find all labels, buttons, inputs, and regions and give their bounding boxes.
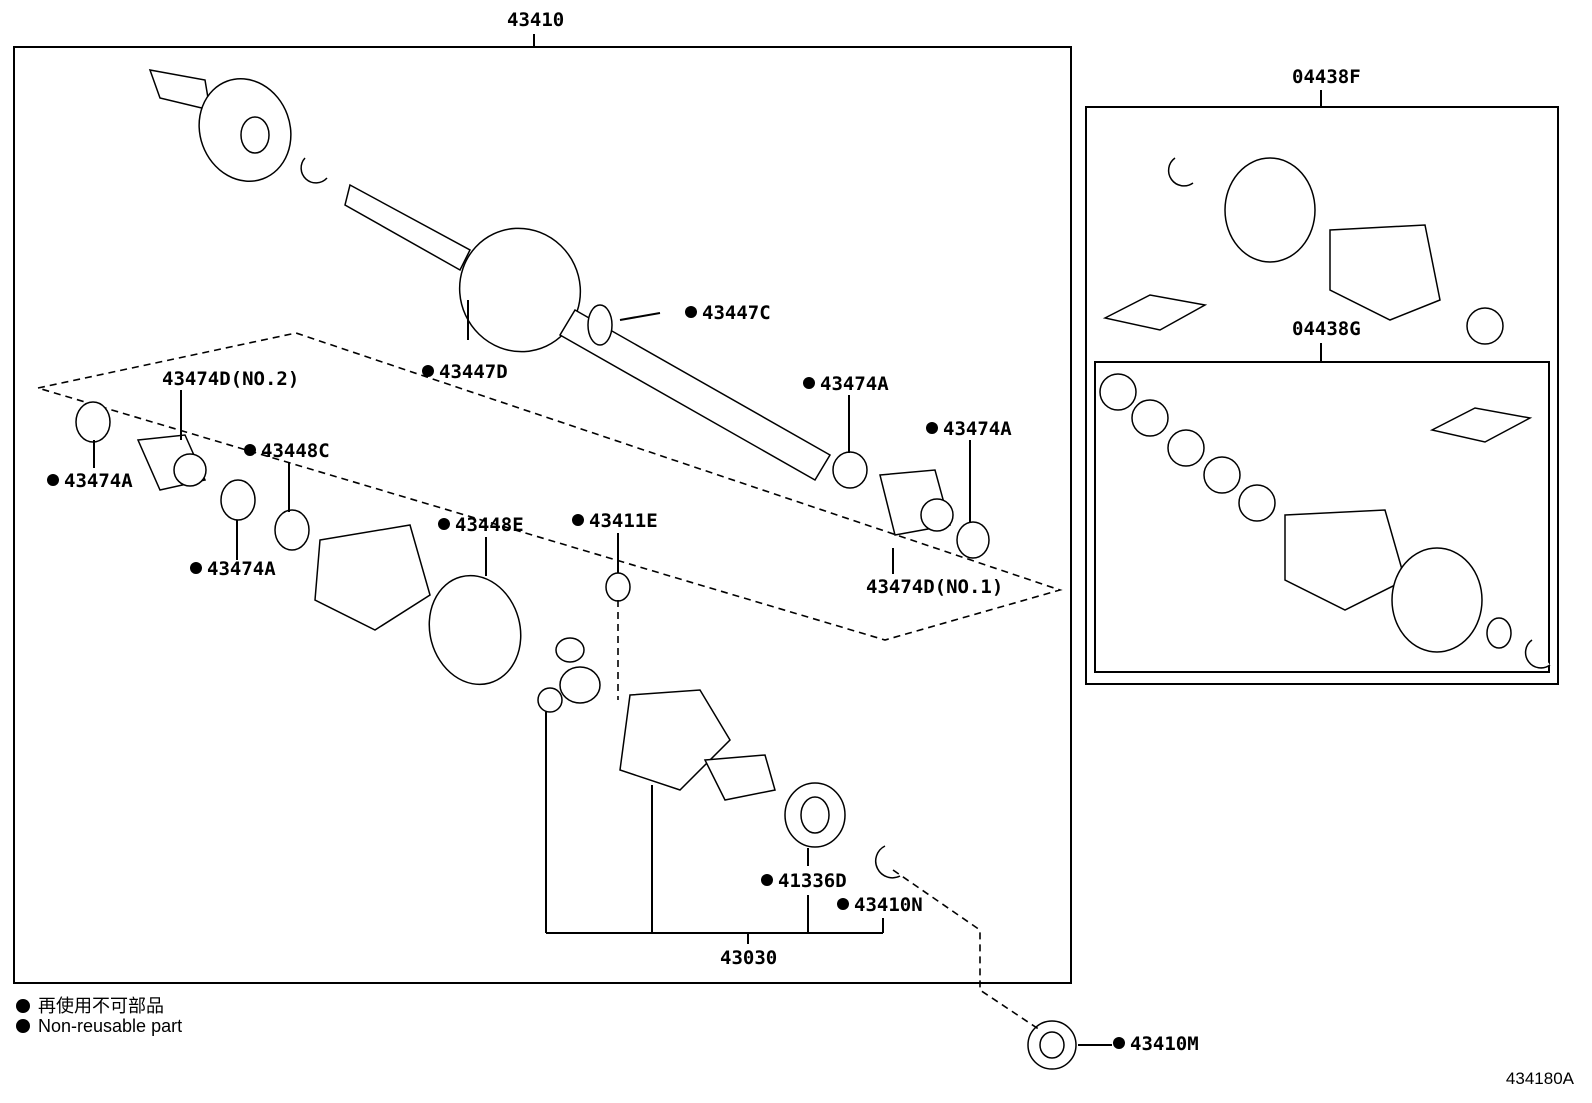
kit-04438F-contents — [1102, 157, 1504, 345]
non-reusable-dot-icon — [47, 474, 59, 486]
group-label-04438G: 04438G — [1292, 318, 1361, 340]
part-label-43474A-far-right: 43474A — [926, 418, 1012, 440]
non-reusable-dot-icon — [685, 306, 697, 318]
outer-cv-joint — [148, 69, 328, 184]
non-reusable-dot-icon — [16, 1019, 30, 1033]
part-label-43474D-no2: 43474D(NO.2) — [162, 368, 300, 390]
illustration-code: 434180A — [1505, 1069, 1574, 1088]
boot-parts-left — [75, 401, 522, 686]
legend-line-japanese: 再使用不可部品 — [16, 992, 164, 1018]
inner-boot-region — [37, 332, 1063, 641]
non-reusable-dot-icon — [1113, 1037, 1125, 1049]
part-label-43474A-left: 43474A — [47, 470, 133, 492]
part-label-43474A-lower-left: 43474A — [190, 558, 276, 580]
non-reusable-dot-icon — [761, 874, 773, 886]
non-reusable-dot-icon — [190, 562, 202, 574]
non-reusable-dot-icon — [422, 365, 434, 377]
part-label-43447C: 43447C — [685, 302, 771, 324]
non-reusable-dot-icon — [803, 377, 815, 389]
non-reusable-dot-icon — [572, 514, 584, 526]
part-label-43410M: 43410M — [1113, 1033, 1199, 1055]
group-label-43410: 43410 — [507, 9, 565, 31]
part-label-43411E: 43411E — [572, 510, 658, 532]
part-label-43474D-no1: 43474D(NO.1) — [866, 576, 1004, 598]
boot-parts-right — [832, 451, 990, 559]
drive-shaft — [344, 183, 832, 482]
group-label-43030: 43030 — [720, 947, 778, 969]
part-label-43448E: 43448E — [438, 514, 524, 536]
assembly-frame-43410 — [13, 46, 1072, 984]
inboard-joint — [537, 572, 901, 879]
group-label-04438F: 04438F — [1292, 66, 1361, 88]
part-label-43448C: 43448C — [244, 440, 330, 462]
kit-04438G-contents — [1099, 373, 1551, 669]
legend-line-english: Non-reusable part — [16, 1016, 182, 1037]
part-label-43474A-top-right: 43474A — [803, 373, 889, 395]
part-label-41336D: 41336D — [761, 870, 847, 892]
non-reusable-dot-icon — [438, 518, 450, 530]
bearing-43410M — [1027, 1020, 1077, 1070]
non-reusable-dot-icon — [837, 898, 849, 910]
non-reusable-dot-icon — [16, 999, 30, 1013]
part-label-43447D: 43447D — [422, 361, 508, 383]
part-label-43410N: 43410N — [837, 894, 923, 916]
non-reusable-dot-icon — [244, 444, 256, 456]
non-reusable-dot-icon — [926, 422, 938, 434]
leader-lines — [93, 300, 1112, 1046]
